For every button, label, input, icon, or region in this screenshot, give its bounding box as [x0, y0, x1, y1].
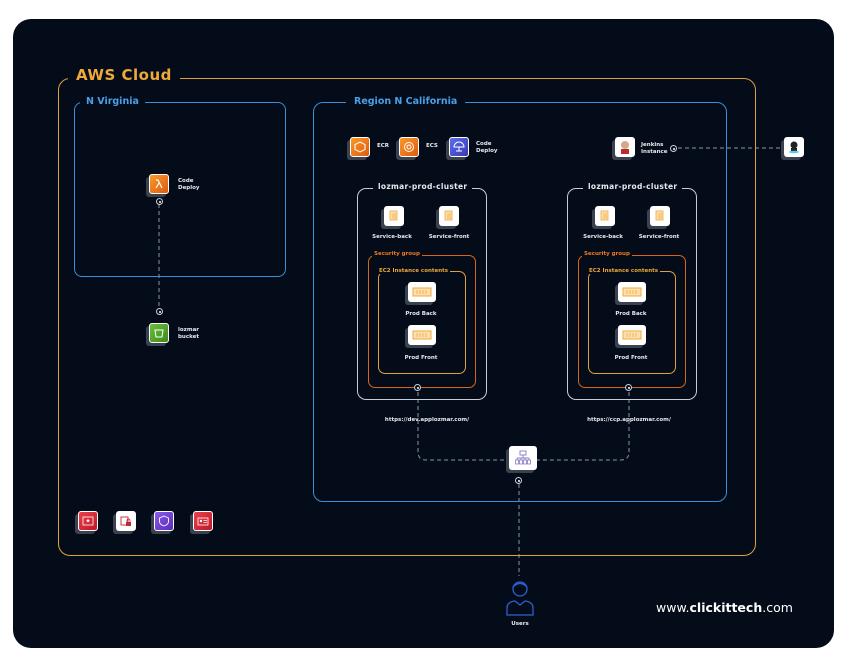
codedeploy-nc-label: Code Deploy — [476, 141, 497, 155]
connector-cluster2-lb — [536, 392, 630, 461]
service-front-label: Service-front — [428, 234, 470, 240]
connection-node — [670, 145, 677, 152]
prod-back-label: Prod Back — [405, 311, 437, 317]
shield-icon[interactable] — [154, 511, 174, 531]
prod-front-label: Prod Front — [614, 355, 648, 361]
service-icon[interactable] — [439, 206, 459, 226]
ec2-instance-icon[interactable] — [618, 282, 646, 302]
label-line: bucket — [178, 334, 199, 340]
service-icon[interactable] — [650, 206, 670, 226]
ecs-icon[interactable] — [399, 137, 419, 157]
brand-suffix: .com — [762, 600, 793, 615]
github-icon[interactable] — [784, 137, 804, 157]
connection-node — [625, 384, 632, 391]
jenkins-label: Jenkins Instance — [641, 142, 667, 156]
service-back-label: Service-back — [583, 234, 623, 240]
service-front-label: Service-front — [638, 234, 680, 240]
load-balancer-icon[interactable] — [509, 446, 537, 470]
ec2-instance-icon[interactable] — [618, 325, 646, 345]
aws-cloud-frame — [58, 78, 756, 556]
prod-front-label: Prod Front — [404, 355, 438, 361]
ecr-icon[interactable] — [350, 137, 370, 157]
s3-bucket-icon[interactable] — [149, 323, 169, 343]
users-label: Users — [511, 621, 529, 627]
label-line: Code — [178, 178, 194, 184]
connection-node — [515, 477, 522, 484]
connector-cluster1-lb — [417, 392, 508, 461]
user-icon — [504, 578, 536, 616]
connection-node — [156, 308, 163, 315]
n-virginia-region — [74, 102, 286, 277]
ccp-url-label[interactable]: https://ccp.applozmar.com/ — [587, 417, 671, 423]
security-group-title: Security group — [582, 251, 632, 257]
brand-prefix: www. — [656, 600, 690, 615]
brand-name: clickittech — [689, 600, 763, 615]
service-icon[interactable] — [384, 206, 404, 226]
service-icon[interactable] — [595, 206, 615, 226]
ecr-label: ECR — [377, 143, 390, 149]
s3-bucket-label: lozmar bucket — [178, 327, 199, 341]
dev-url-label[interactable]: https://dev.applozmar.com/ — [384, 417, 470, 423]
ec2-title: EC2 Instance contents — [587, 268, 661, 274]
n-california-title: Region N California — [346, 96, 466, 107]
security-group — [578, 255, 686, 388]
label-line: Instance — [641, 149, 668, 155]
label-line: Jenkins — [641, 142, 664, 148]
prod-back-label: Prod Back — [615, 311, 647, 317]
ecs-label: ECS — [426, 143, 438, 149]
secrets-lock-icon[interactable] — [116, 511, 136, 531]
security-group-title: Security group — [372, 251, 422, 257]
cluster-title: lozmar-prod-cluster — [373, 182, 473, 191]
brand-url[interactable]: www.clickittech.com — [656, 600, 793, 615]
connection-node — [414, 384, 421, 391]
label-line: lozmar — [178, 327, 200, 333]
lambda-icon[interactable] — [149, 174, 169, 194]
certificate-manager-icon[interactable] — [78, 511, 98, 531]
cluster-title: lozmar-prod-cluster — [583, 182, 683, 191]
aws-cloud-title: AWS Cloud — [68, 66, 180, 84]
ec2-instance-icon[interactable] — [408, 282, 436, 302]
n-virginia-title: N Virginia — [80, 96, 145, 107]
jenkins-icon[interactable] — [615, 137, 635, 157]
connection-node — [156, 198, 163, 205]
n-california-region — [313, 102, 727, 502]
security-group — [368, 255, 476, 388]
label-line: Code — [476, 141, 492, 147]
codedeploy-icon[interactable] — [449, 137, 469, 157]
label-line: Deploy — [476, 148, 498, 154]
service-back-label: Service-back — [372, 234, 412, 240]
codedeploy-nv-label: Code Deploy — [178, 178, 199, 192]
iam-badge-icon[interactable] — [193, 511, 213, 531]
ec2-instance-icon[interactable] — [408, 325, 436, 345]
label-line: Deploy — [178, 185, 200, 191]
ec2-title: EC2 Instance contents — [377, 268, 451, 274]
